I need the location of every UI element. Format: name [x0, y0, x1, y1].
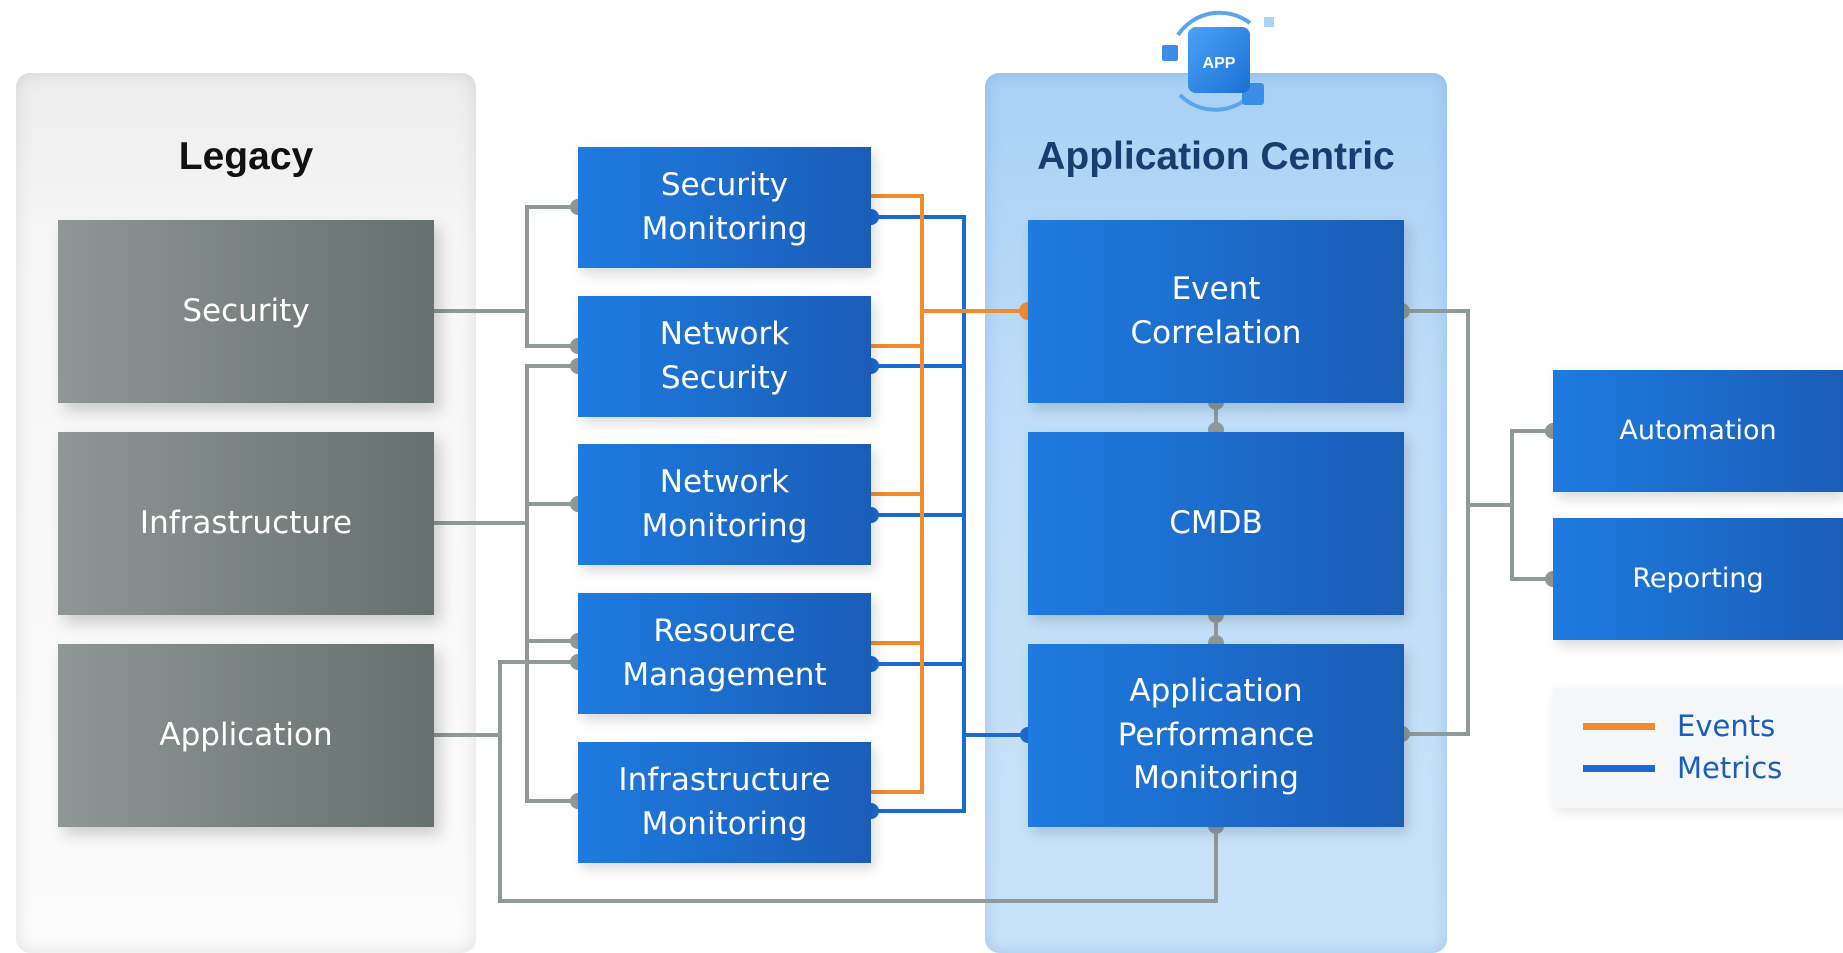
reporting-box: Reporting — [1553, 518, 1843, 640]
network-monitoring-box: Network Monitoring — [578, 444, 871, 565]
reporting-label: Reporting — [1632, 563, 1764, 595]
application-performance-monitoring-box: Application Performance Monitoring — [1028, 644, 1404, 827]
application-performance-monitoring-label: Application Performance Monitoring — [1117, 673, 1315, 797]
legacy-security-box: Security — [58, 220, 434, 403]
legacy-infrastructure-label: Infrastructure — [139, 504, 353, 541]
events-connectors — [871, 194, 1028, 794]
automation-label: Automation — [1619, 415, 1777, 447]
cmdb-box: CMDB — [1028, 432, 1404, 615]
security-monitoring-box: Security Monitoring — [578, 147, 871, 268]
legacy-infrastructure-box: Infrastructure — [58, 432, 434, 615]
legacy-title: Legacy — [178, 135, 314, 178]
legend-metrics-label: Metrics — [1677, 751, 1783, 785]
automation-box: Automation — [1553, 370, 1843, 492]
infrastructure-monitoring-label: Infrastructure Monitoring — [618, 762, 831, 842]
application-centric-title: Application Centric — [1037, 135, 1395, 178]
infrastructure-monitoring-box: Infrastructure Monitoring — [578, 742, 871, 863]
app-badge-label: APP — [1203, 55, 1236, 72]
network-security-box: Network Security — [578, 296, 871, 417]
legend-events-row: Events — [1583, 709, 1775, 743]
network-security-label: Network Security — [659, 316, 790, 396]
event-correlation-label: Event Correlation — [1130, 271, 1302, 351]
legacy-application-box: Application — [58, 644, 434, 827]
resource-management-label: Resource Management — [622, 613, 827, 693]
event-correlation-box: Event Correlation — [1028, 220, 1404, 403]
legacy-application-label: Application — [159, 716, 333, 753]
legacy-security-label: Security — [182, 292, 310, 329]
metrics-connectors — [871, 215, 1028, 813]
legend-events-label: Events — [1677, 709, 1776, 743]
cmdb-label: CMDB — [1169, 504, 1263, 541]
legend: Events Metrics — [1553, 688, 1843, 808]
gray-connectors — [434, 205, 1553, 903]
security-monitoring-label: Security Monitoring — [641, 167, 808, 247]
legend-metrics-row: Metrics — [1583, 751, 1782, 785]
resource-management-box: Resource Management — [578, 593, 871, 714]
events-swatch — [1583, 722, 1655, 730]
app-badge-icon: APP — [1162, 10, 1274, 112]
metrics-swatch — [1583, 764, 1655, 772]
network-monitoring-label: Network Monitoring — [641, 464, 808, 544]
